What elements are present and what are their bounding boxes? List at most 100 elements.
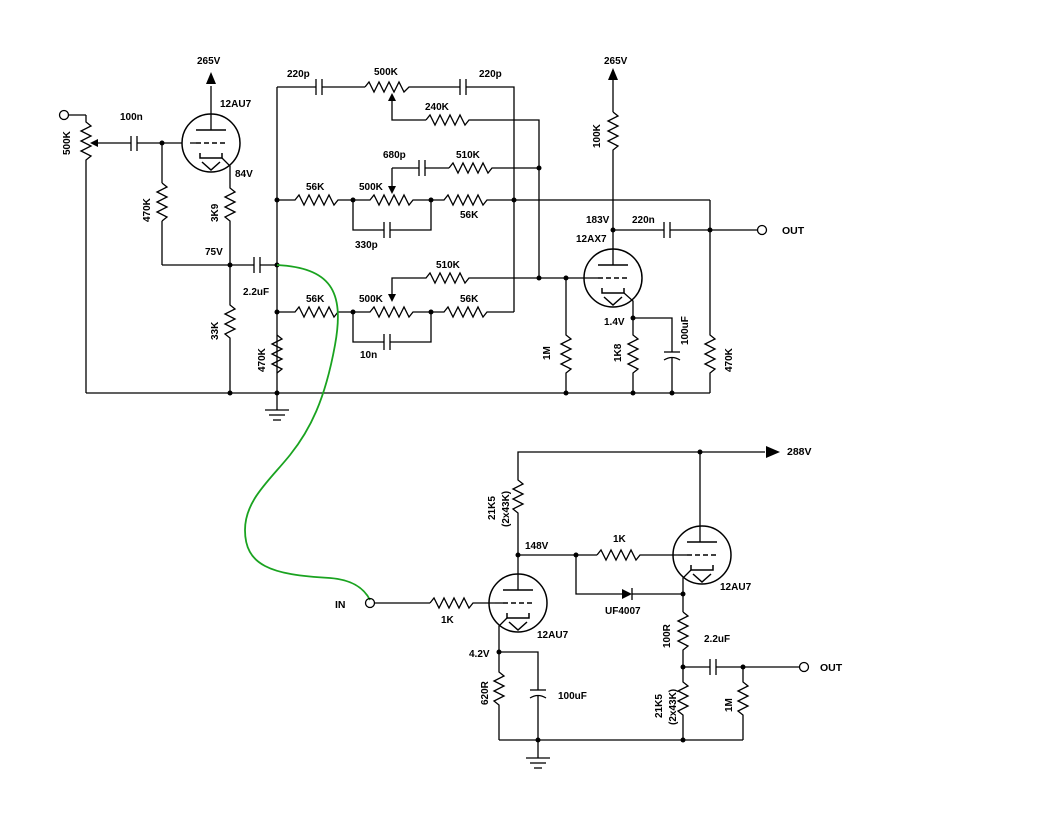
- label-out1: OUT: [782, 225, 805, 237]
- resistor-1m-b: [736, 667, 750, 740]
- label-r21k5b2: (2x43K): [668, 689, 679, 725]
- capacitor-220p-a: [315, 79, 365, 95]
- label-c100ua: 100uF: [680, 316, 691, 345]
- resistor-470k-c: [703, 200, 717, 393]
- label-r510kb: 510K: [436, 260, 461, 271]
- resistor-1m-a: [559, 278, 573, 393]
- ground-symbol-top: [265, 393, 289, 421]
- label-r100k: 100K: [592, 123, 603, 148]
- resistor-21k5-b: [676, 667, 690, 740]
- label-r1ka: 1K: [441, 615, 455, 626]
- resistor-56k-a: [277, 193, 353, 207]
- label-c220n: 220n: [632, 215, 655, 226]
- label-r21k5a: 21K5: [487, 496, 498, 520]
- label-r1kb: 1K: [613, 534, 627, 545]
- arrow-265v-a: [206, 72, 216, 84]
- pot-500k-mid: [352, 168, 432, 238]
- input-jack-bottom: [364, 597, 430, 609]
- label-r56kc: 56K: [306, 294, 325, 305]
- rail-288v: [517, 446, 780, 470]
- resistor-21k5-a: [511, 470, 525, 555]
- label-r3k9: 3K9: [210, 203, 221, 222]
- label-r1ma: 1M: [542, 346, 553, 360]
- diode-uf4007: [575, 555, 683, 600]
- resistor-470k-b: [270, 334, 284, 374]
- label-r510ka: 510K: [456, 150, 481, 161]
- input-jack-top: [58, 109, 86, 121]
- label-r21k5b: 21K5: [654, 694, 665, 718]
- label-v148: 148V: [525, 541, 549, 552]
- label-r21k5a2: (2x43K): [501, 491, 512, 527]
- resistor-1k-grid: [429, 596, 495, 610]
- volume-pot-500k: [79, 115, 131, 393]
- label-v14: 1.4V: [604, 317, 625, 328]
- arrow-265v-b: [608, 68, 618, 80]
- resistor-3k9: [223, 178, 237, 265]
- label-c330p: 330p: [355, 240, 378, 251]
- capacitor-100n: [130, 136, 182, 151]
- tube-12ax7: [583, 228, 643, 318]
- capacitor-220p-b: [459, 79, 515, 312]
- capacitor-100uf-a: [633, 317, 681, 393]
- label-r500kd: 500K: [359, 294, 384, 305]
- label-r1mb: 1M: [724, 698, 735, 712]
- label-r470kb: 470K: [257, 347, 268, 372]
- label-c100n: 100n: [120, 112, 143, 123]
- ground-symbol-bottom: [526, 740, 550, 769]
- label-r500ka: 500K: [62, 130, 73, 155]
- label-t1: 12AU7: [220, 99, 252, 110]
- resistor-1k8: [626, 318, 640, 393]
- label-r1k8: 1K8: [613, 343, 624, 362]
- jumper-wire-green: [244, 264, 371, 601]
- resistor-33k: [223, 265, 237, 393]
- resistor-56k-c: [277, 305, 353, 319]
- label-v84: 84V: [235, 169, 253, 180]
- resistor-100k: [606, 80, 620, 228]
- label-c22b: 2.2uF: [704, 634, 730, 645]
- resistor-100r: [676, 611, 690, 667]
- resistor-1k-b: [596, 548, 678, 562]
- capacitor-2-2uf-a: [230, 257, 277, 273]
- capacitor-2-2uf-b: [683, 659, 800, 675]
- label-r100r: 100R: [662, 623, 673, 648]
- label-r470kc: 470K: [724, 347, 735, 372]
- resistor-56k-b: [431, 193, 710, 207]
- capacitor-220n: [613, 222, 758, 238]
- label-c22a: 2.2uF: [243, 287, 269, 298]
- label-c100ub: 100uF: [558, 691, 587, 702]
- capacitor-680p: [392, 160, 449, 176]
- resistor-620r: [492, 652, 506, 740]
- resistor-510k-b: [388, 271, 590, 302]
- label-c220pa: 220p: [287, 69, 310, 80]
- label-c680p: 680p: [383, 150, 406, 161]
- output-jack-1: [756, 224, 768, 236]
- tube-12au7-3: [488, 555, 548, 652]
- label-v265b: 265V: [604, 56, 628, 67]
- label-r500kc: 500K: [359, 182, 384, 193]
- label-v288: 288V: [787, 446, 812, 458]
- label-r620: 620R: [480, 680, 491, 705]
- resistor-240k: [425, 113, 540, 278]
- label-r470ka: 470K: [142, 197, 153, 222]
- label-r56kd: 56K: [460, 294, 479, 305]
- resistor-56k-d: [431, 305, 514, 319]
- label-v75: 75V: [205, 247, 223, 258]
- pot-500k-treble: [364, 80, 460, 121]
- resistor-470k-grid: [155, 143, 230, 266]
- label-c10n: 10n: [360, 350, 377, 361]
- label-r56ka: 56K: [306, 182, 325, 193]
- label-uf: UF4007: [605, 606, 641, 617]
- label-v265a: 265V: [197, 56, 221, 67]
- label-r500kb: 500K: [374, 67, 399, 78]
- label-r33k: 33K: [210, 321, 221, 340]
- label-r240k: 240K: [425, 102, 450, 113]
- label-out2: OUT: [820, 662, 843, 674]
- label-v42: 4.2V: [469, 649, 490, 660]
- label-t4: 12AU7: [720, 582, 752, 593]
- label-c220pb: 220p: [479, 69, 502, 80]
- pot-500k-bass: [352, 305, 432, 350]
- tube-12au7-1: [181, 86, 241, 178]
- output-jack-2: [798, 661, 810, 673]
